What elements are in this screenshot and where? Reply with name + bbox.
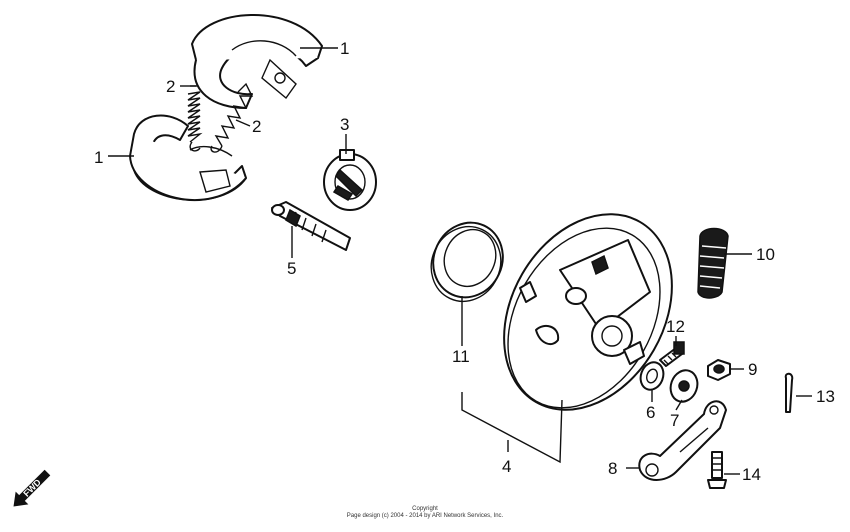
callout-3: 3 — [340, 115, 349, 134]
wear-indicator[interactable] — [666, 367, 701, 406]
callout-5: 5 — [287, 259, 296, 278]
callout-1-lower: 1 — [94, 148, 103, 167]
brake-spring-left[interactable] — [187, 85, 203, 152]
brake-spring-right[interactable] — [210, 82, 254, 153]
callout-10: 10 — [756, 245, 775, 264]
brake-cam-hub[interactable] — [323, 149, 377, 211]
washer[interactable] — [637, 359, 667, 393]
callout-7: 7 — [670, 411, 679, 430]
bolt[interactable] — [659, 341, 685, 367]
nut[interactable] — [707, 359, 731, 381]
leader-lines — [108, 47, 812, 475]
copyright-text: Page design (c) 2004 - 2014 by ARI Netwo… — [346, 513, 504, 519]
callout-8: 8 — [608, 459, 617, 478]
callout-13: 13 — [816, 387, 835, 406]
callout-2-right: 2 — [252, 117, 261, 136]
callout-6: 6 — [646, 403, 655, 422]
callout-2-left: 2 — [166, 77, 175, 96]
callout-1-upper: 1 — [340, 39, 349, 58]
brake-cam-shaft[interactable] — [271, 201, 351, 251]
copyright-label: Copyright — [412, 506, 438, 512]
arm-bolt[interactable] — [707, 451, 727, 489]
callout-11: 11 — [452, 347, 470, 366]
brake-shoe-upper[interactable] — [191, 14, 323, 109]
brake-panel[interactable] — [470, 184, 706, 440]
brake-shoe-lower[interactable] — [129, 114, 247, 202]
callout-12: 12 — [666, 317, 685, 336]
callout-14: 14 — [742, 465, 761, 484]
rubber-boot[interactable] — [697, 227, 729, 299]
cotter-pin[interactable] — [784, 372, 794, 413]
callout-9: 9 — [748, 360, 757, 379]
brake-arm[interactable] — [638, 400, 727, 481]
callout-4: 4 — [502, 457, 511, 476]
oil-seal[interactable] — [419, 211, 515, 313]
